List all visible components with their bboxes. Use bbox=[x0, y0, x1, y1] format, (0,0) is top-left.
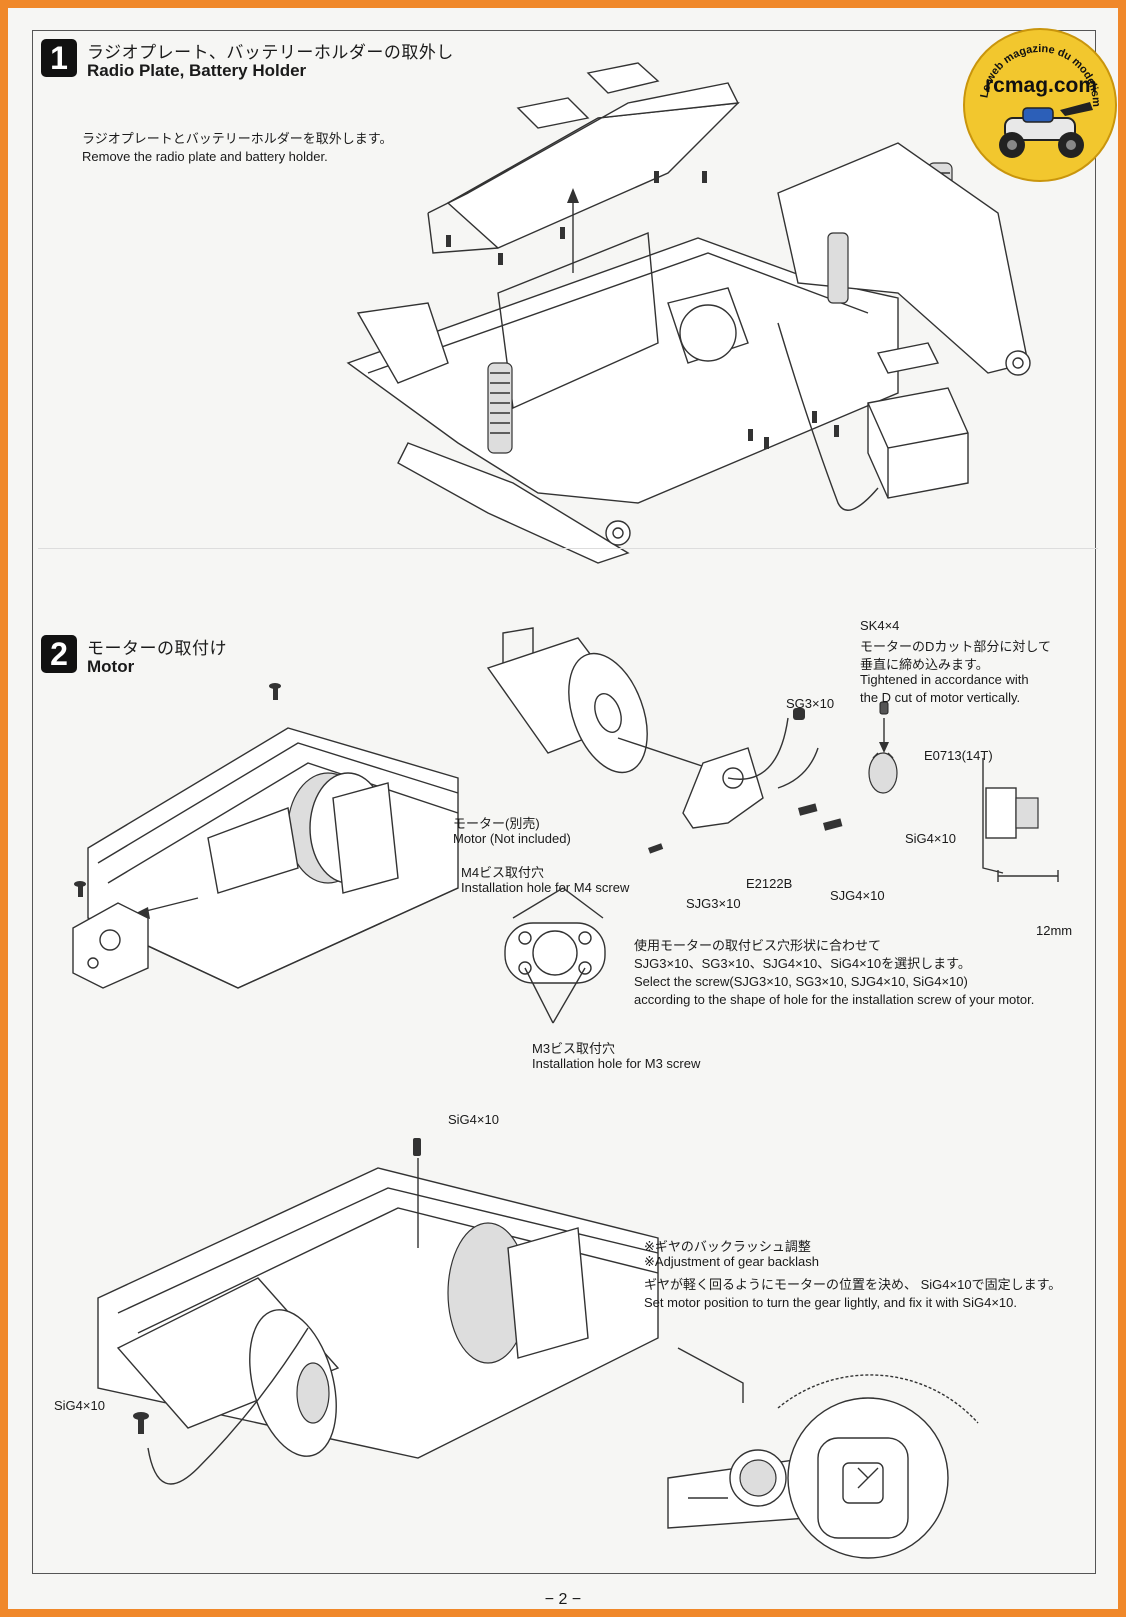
installed-spur-gear bbox=[447, 1222, 589, 1364]
select-screw-jp-1: 使用モーターの取付ビス穴形状に合わせて bbox=[634, 938, 882, 953]
scan-divider bbox=[38, 548, 1098, 549]
select-screw-en-2: according to the shape of hole for the i… bbox=[634, 992, 1035, 1007]
step-2-title-jp: モーターの取付け bbox=[87, 639, 227, 658]
motor-exploded-illustration bbox=[486, 627, 1059, 882]
motor-label-en: Motor (Not included) bbox=[453, 831, 571, 846]
sjg4x10-label: SJG4×10 bbox=[830, 888, 885, 903]
step-1-badge: 1 bbox=[41, 39, 77, 77]
receiver-box bbox=[867, 342, 969, 499]
motor-mount-chassis-illustration bbox=[72, 683, 459, 989]
mount-part-label: E2122B bbox=[746, 876, 793, 891]
m3-hole-en: Installation hole for M3 screw bbox=[532, 1056, 701, 1071]
motor-installed-illustration bbox=[97, 1138, 659, 1485]
step-2-title-en: Motor bbox=[87, 657, 135, 676]
sg3x10-label: SG3×10 bbox=[786, 696, 835, 711]
mount-hole-pattern bbox=[504, 887, 606, 1024]
motor-side-view bbox=[982, 758, 1059, 882]
motor-can bbox=[486, 627, 648, 774]
m3-hole-jp: M3ビス取付穴 bbox=[532, 1041, 616, 1056]
sk4x4-label: SK4×4 bbox=[860, 618, 900, 633]
step-1-title-jp: ラジオプレート、バッテリーホルダーの取外し bbox=[87, 43, 454, 62]
mount-e2122b bbox=[682, 747, 764, 829]
sig4x10-top-label: SiG4×10 bbox=[448, 1112, 499, 1127]
backlash-fix-jp: ギヤが軽く回るようにモーターの位置を決め、 SiG4×10で固定します。 bbox=[644, 1277, 1062, 1292]
select-screw-jp-2: SJG3×10、SG3×10、SJG4×10、SiG4×10を選択します。 bbox=[634, 956, 971, 971]
sjg3x10-label: SJG3×10 bbox=[686, 896, 741, 911]
sig4x10-label: SiG4×10 bbox=[905, 831, 956, 846]
mount-screws bbox=[74, 683, 281, 897]
rear-suspension bbox=[777, 142, 1031, 376]
front-suspension bbox=[356, 302, 631, 564]
installed-motor bbox=[116, 1277, 340, 1457]
motor-mount-part bbox=[72, 902, 149, 989]
rc-buggy-icon bbox=[999, 102, 1093, 158]
select-screw-en-1: Select the screw(SJG3×10, SG3×10, SJG4×1… bbox=[634, 974, 968, 989]
m4-hole-jp: M4ビス取付穴 bbox=[461, 865, 545, 880]
screw-icons bbox=[446, 171, 839, 449]
mount-slot bbox=[207, 807, 299, 894]
step-1-desc-en: Remove the radio plate and battery holde… bbox=[82, 149, 328, 164]
step-2-badge: 2 bbox=[41, 635, 77, 673]
pinion-gear bbox=[868, 701, 898, 794]
pinion-label: E0713(14T) bbox=[924, 748, 993, 763]
rcmag-logo[interactable]: Le web magazine du modelisme rcmag.com bbox=[963, 28, 1117, 182]
page-frame bbox=[32, 30, 1096, 1574]
backlash-fix-en: Set motor position to turn the gear ligh… bbox=[644, 1295, 1017, 1310]
sig4x10-left-label: SiG4×10 bbox=[54, 1398, 105, 1413]
step-1-desc-jp: ラジオプレートとバッテリーホルダーを取外します。 bbox=[82, 131, 393, 146]
gear-mesh-closeup bbox=[667, 1347, 979, 1559]
dimension-label: 12mm bbox=[1036, 923, 1073, 938]
backlash-title-en: ※Adjustment of gear backlash bbox=[644, 1254, 819, 1269]
sk-note-jp-1: モーターのDカット部分に対して bbox=[860, 639, 1051, 654]
manual-page: Le web magazine du modelisme rcmag.com 1… bbox=[8, 8, 1118, 1609]
page-number: − 2 − bbox=[544, 1591, 582, 1608]
screws-set bbox=[648, 708, 843, 854]
motor-label-jp: モーター(別売) bbox=[453, 816, 540, 831]
chassis-exploded-illustration bbox=[346, 62, 1031, 564]
backlash-title-jp: ※ギヤのバックラッシュ調整 bbox=[644, 1239, 811, 1254]
battery-holder bbox=[427, 62, 740, 254]
logo-ring-text: Le web magazine du modelisme bbox=[965, 30, 1102, 158]
logo-brand: rcmag.com bbox=[985, 74, 1098, 97]
m4-hole-en: Installation hole for M4 screw bbox=[461, 880, 630, 895]
sk-note-jp-2: 垂直に締め込みます。 bbox=[860, 657, 989, 672]
receiver-lift-line bbox=[777, 322, 879, 511]
step-1-title-en: Radio Plate, Battery Holder bbox=[87, 61, 307, 80]
center-diff bbox=[667, 287, 749, 364]
sk-note-en-1: Tightened in accordance with bbox=[860, 672, 1029, 687]
sk-note-en-2: the D cut of motor vertically. bbox=[860, 690, 1021, 705]
